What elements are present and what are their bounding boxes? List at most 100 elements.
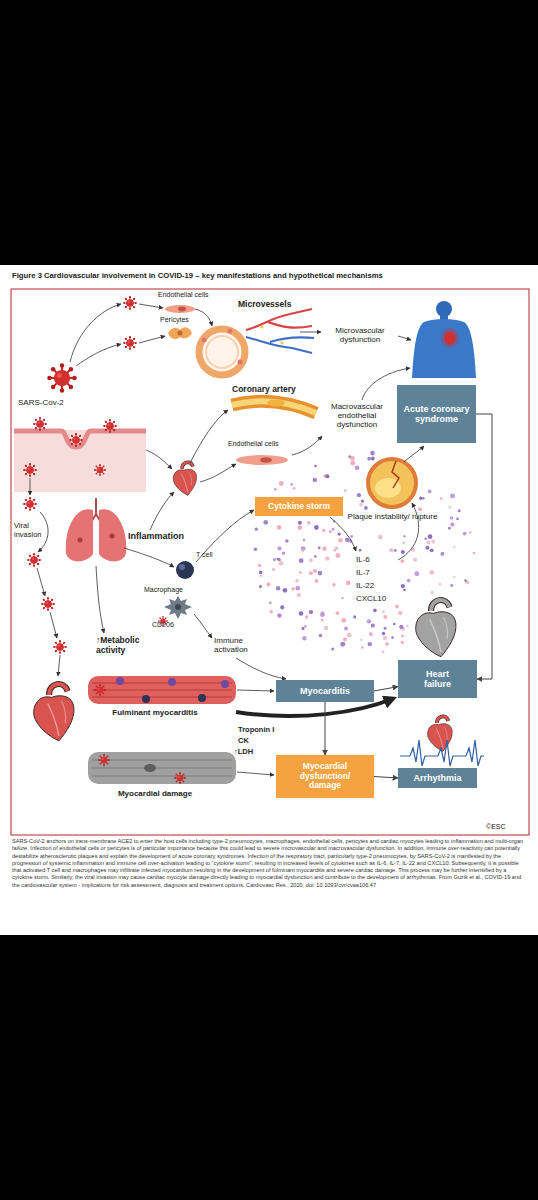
- cytokine-dot: [295, 586, 300, 591]
- cytokine-dot: [373, 608, 377, 612]
- cytokine-dot: [382, 632, 385, 635]
- node-text: Myocarditis: [300, 686, 350, 696]
- node-text: Heart failure: [416, 669, 459, 690]
- human-figure: [445, 332, 456, 345]
- cytokine-dot: [254, 547, 258, 551]
- cytokine-dot: [340, 642, 345, 647]
- cytokine-dot: [314, 465, 317, 468]
- cytokine-dot: [393, 623, 396, 626]
- cytokine-dot: [438, 583, 441, 586]
- cell-membrane: [103, 419, 117, 433]
- cytokine-name: CXCL10: [356, 594, 400, 603]
- microvessel-drawing: [238, 360, 243, 365]
- cytokine-dot: [450, 523, 454, 527]
- plaque-drawing: [368, 459, 416, 507]
- coronary-artery-drawing: [267, 400, 285, 407]
- process-box: Myocardial dysfunction/ damage: [276, 755, 374, 798]
- cell-label: Endothelial cells: [158, 291, 238, 299]
- myocyte-fibers: [221, 680, 229, 688]
- cytokine-dot: [371, 457, 375, 461]
- cytokine-dot: [347, 633, 352, 638]
- lung-drawing: [66, 498, 126, 561]
- cytokine-dot: [325, 474, 329, 478]
- microvessel-drawing: [228, 329, 233, 334]
- cytokine-dot: [297, 593, 301, 597]
- immune-cells: [175, 604, 181, 610]
- cytokine-dot: [384, 627, 387, 630]
- cytokine-dot: [309, 610, 313, 614]
- cytokine-dot: [274, 488, 276, 490]
- biomarker-label: Troponin I: [238, 726, 288, 735]
- endothelial-cell: [260, 457, 272, 463]
- cytokine-dot: [385, 642, 389, 646]
- cytokine-dot: [259, 585, 262, 588]
- cytokine-dot: [449, 506, 451, 508]
- cell-label: Endothelial cells: [228, 440, 308, 448]
- arrow-lines: [76, 344, 121, 366]
- microvessel-drawing: [202, 338, 207, 343]
- myocyte-fibers: [98, 754, 110, 766]
- flow-arrow: [325, 702, 326, 755]
- cytokine-dot: [401, 550, 405, 554]
- cytokine-dot: [341, 618, 346, 623]
- cytokine-dot: [403, 589, 406, 592]
- cytokine-dot: [290, 483, 293, 486]
- cytokine-dot: [315, 579, 319, 583]
- cytokine-dot: [403, 535, 405, 537]
- cytokine-dot: [266, 582, 270, 586]
- cytokine-dot: [401, 559, 405, 563]
- cytokine-dot: [273, 558, 276, 561]
- myocyte-fibers: [92, 760, 232, 776]
- cytokine-name: IL-7: [356, 568, 400, 577]
- cytokine-dot: [302, 636, 306, 640]
- arrow-lines: [398, 336, 411, 340]
- cytokine-dot: [448, 527, 451, 530]
- arrow-lines: [237, 772, 274, 775]
- cytokine-dot: [320, 612, 325, 617]
- cytokine-dot: [269, 602, 272, 605]
- cytokine-dot: [302, 627, 305, 630]
- cytokine-dot: [298, 521, 302, 525]
- cytokine-dot: [337, 532, 340, 535]
- microvessel-drawing: [246, 337, 314, 353]
- lung-drawing: [78, 538, 83, 543]
- cytokine-dot: [282, 551, 285, 554]
- cytokine-dot: [321, 618, 324, 621]
- cytokine-dot: [259, 571, 263, 575]
- outcome-box: Myocarditis: [276, 680, 374, 702]
- microvessel-drawing: [199, 329, 245, 375]
- cytokine-dot: [357, 493, 361, 497]
- myocyte-fibers: [88, 676, 236, 784]
- immune-cells: [164, 596, 192, 619]
- cytokine-dot: [413, 558, 417, 562]
- cytokine-dot: [401, 635, 404, 638]
- arrow-lines: [70, 304, 121, 362]
- cytokine-dot: [359, 503, 363, 507]
- immune-cells: [179, 564, 185, 570]
- arrow-lines: [139, 304, 163, 308]
- cytokine-dot: [361, 500, 364, 503]
- cytokine-dot: [378, 535, 383, 540]
- cytokine-dot: [399, 625, 403, 629]
- cytokine-dot: [314, 525, 319, 530]
- cytokine-dot: [368, 642, 372, 646]
- cytokine-dot: [371, 623, 375, 627]
- cytokine-dot: [283, 588, 288, 593]
- arrow-lines: [236, 658, 286, 679]
- cytokine-dot: [406, 625, 409, 628]
- cytokine-dot: [263, 520, 268, 525]
- lung-drawing: [66, 509, 93, 561]
- microvessel-drawing: [199, 309, 314, 375]
- cytokine-dot: [341, 597, 343, 599]
- endothelial-cell: [165, 305, 195, 313]
- arrow-lines: [30, 478, 31, 495]
- cytokine-dot: [285, 539, 289, 543]
- myocyte-fibers: [142, 695, 150, 703]
- process-box: Cytokine storm: [255, 497, 343, 516]
- cytokine-dot: [301, 549, 304, 552]
- cytokine-dot: [394, 549, 397, 552]
- cytokine-dot: [422, 497, 425, 500]
- endothelial-cell: [236, 455, 288, 465]
